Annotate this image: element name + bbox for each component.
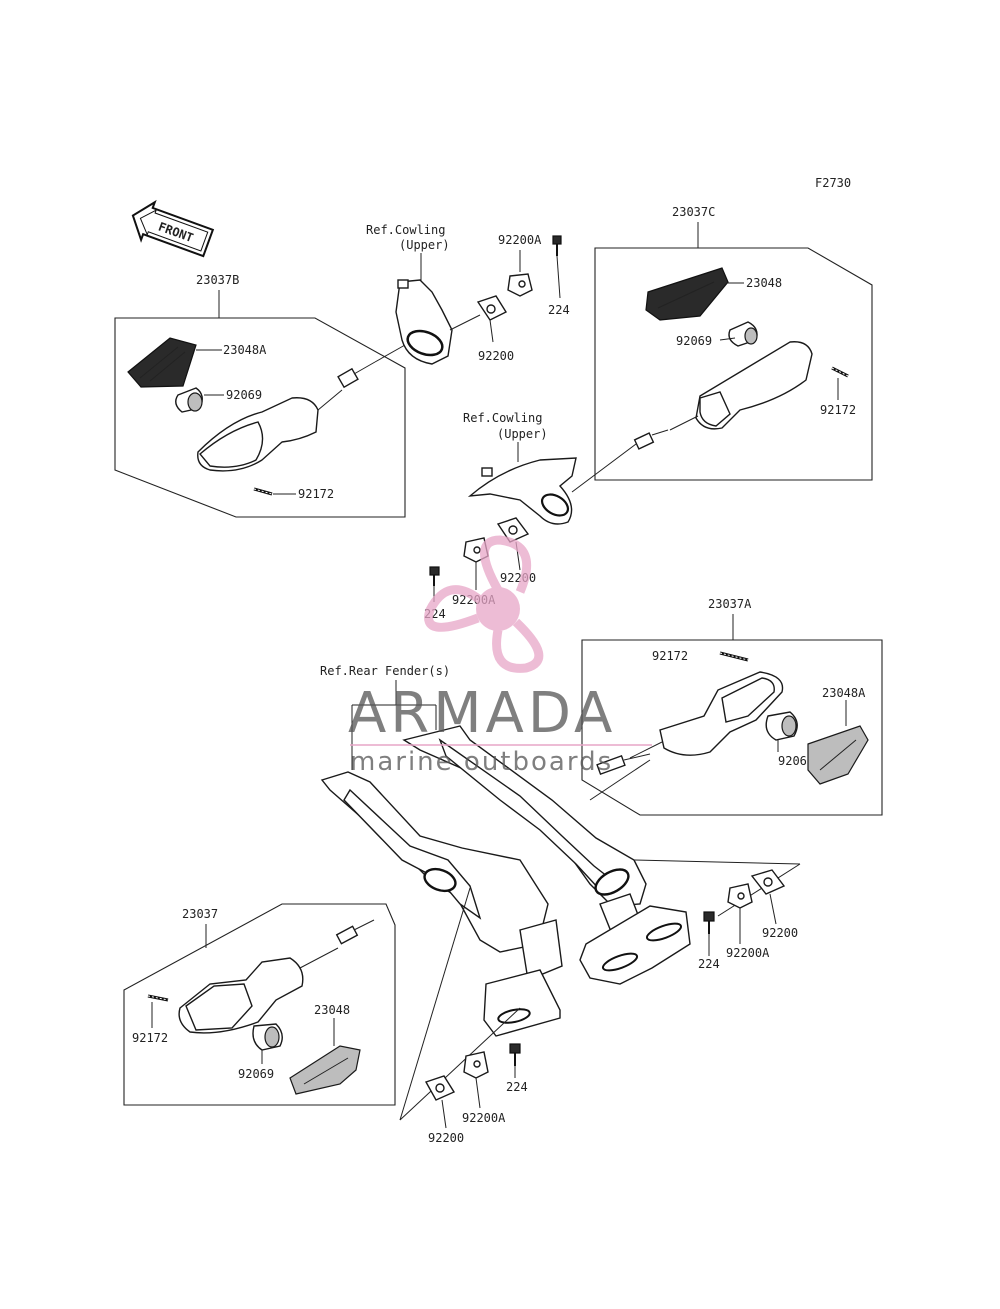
turn-signal-front-left <box>197 361 376 472</box>
part-label-23048A-a: 23048A <box>223 343 267 357</box>
bolt-224-d <box>509 1043 521 1066</box>
lens-23048-a <box>645 267 729 321</box>
part-label-92172-d: 92172 <box>132 1031 168 1045</box>
screw-92172-d <box>147 994 169 1002</box>
assembly-23037A: 23037A 92172 92069 23048A <box>581 597 883 816</box>
fastener-cluster-top: 92200A 224 92200 <box>476 233 570 363</box>
turn-signal-front-right <box>633 341 813 450</box>
ref-cowling-b-line1: Ref.Cowling <box>463 411 542 425</box>
fastener-cluster-bottom: 224 92200A 92200 <box>424 1043 528 1145</box>
assembly-23037: 23037 92172 92069 23048 <box>123 903 396 1106</box>
part-label-92069-c: 92069 <box>778 754 814 768</box>
part-label-92200-c: 92200 <box>762 926 798 940</box>
bolt-224-b <box>429 566 440 586</box>
ref-cowling-upper-a: Ref.Cowling (Upper) <box>366 223 481 365</box>
rear-frame-bracket <box>320 725 691 1037</box>
part-label-92200A-c: 92200A <box>726 946 770 960</box>
part-label-92200A-d: 92200A <box>462 1111 506 1125</box>
part-label-23048-b: 23048 <box>314 1003 350 1017</box>
turn-signal-rear-right <box>596 671 784 776</box>
bulb-92069-b <box>728 321 758 347</box>
part-label-92200-b: 92200 <box>500 571 536 585</box>
part-label-224-a: 224 <box>548 303 570 317</box>
part-label-23037A: 23037A <box>708 597 752 611</box>
lens-23048-b <box>289 1045 361 1095</box>
fastener-cluster-right: 92200 92200A 224 <box>698 869 798 971</box>
lens-23048A-a <box>127 337 197 388</box>
turn-signal-rear-left <box>178 919 375 1034</box>
assembly-23037C: 23037C 23048 92069 92172 <box>594 205 873 481</box>
part-label-92069-d: 92069 <box>238 1067 274 1081</box>
part-label-92069-a: 92069 <box>226 388 262 402</box>
part-label-23037: 23037 <box>182 907 218 921</box>
propeller-logo-icon <box>424 535 544 673</box>
watermark-tagline: marine outboards <box>350 747 613 777</box>
part-label-92200-d: 92200 <box>428 1131 464 1145</box>
bolt-224-a <box>552 235 562 256</box>
part-label-224-c: 224 <box>698 957 720 971</box>
screw-92172-b <box>831 366 849 378</box>
part-label-92200A-a: 92200A <box>498 233 542 247</box>
part-label-92172-b: 92172 <box>820 403 856 417</box>
lens-23048A-b <box>807 725 869 785</box>
part-label-23037C: 23037C <box>672 205 715 219</box>
bulb-92069-c <box>765 711 798 741</box>
figure-code: F2730 <box>815 176 851 190</box>
screw-92172-a <box>253 487 273 496</box>
part-label-92069-b: 92069 <box>676 334 712 348</box>
watermark-brand: ARMADA <box>348 681 616 746</box>
ref-rear-fender-label: Ref.Rear Fender(s) <box>320 664 450 678</box>
assembly-23037B: 23037B 23048A 92069 <box>114 273 406 518</box>
part-label-23048A-b: 23048A <box>822 686 866 700</box>
part-label-92172-c: 92172 <box>652 649 688 663</box>
ref-rear-fender: Ref.Rear Fender(s) <box>320 664 450 770</box>
ref-cowling-a-line2: (Upper) <box>399 238 450 252</box>
part-label-23037B: 23037B <box>196 273 239 287</box>
ref-cowling-b-line2: (Upper) <box>497 427 548 441</box>
ref-cowling-a-line1: Ref.Cowling <box>366 223 445 237</box>
part-label-92200-a: 92200 <box>478 349 514 363</box>
screw-92172-c <box>719 651 749 662</box>
bolt-224-c <box>703 911 715 934</box>
bulb-92069-d <box>252 1023 283 1051</box>
bulb-92069-a <box>175 387 203 413</box>
armada-watermark-logo: ARMADA marine outboards <box>348 535 652 777</box>
front-arrow-icon: FRONT <box>131 199 215 258</box>
part-label-92172-a: 92172 <box>298 487 334 501</box>
ref-cowling-upper-b: Ref.Cowling (Upper) <box>463 411 577 525</box>
part-label-224-d: 224 <box>506 1080 528 1094</box>
part-label-23048-a: 23048 <box>746 276 782 290</box>
